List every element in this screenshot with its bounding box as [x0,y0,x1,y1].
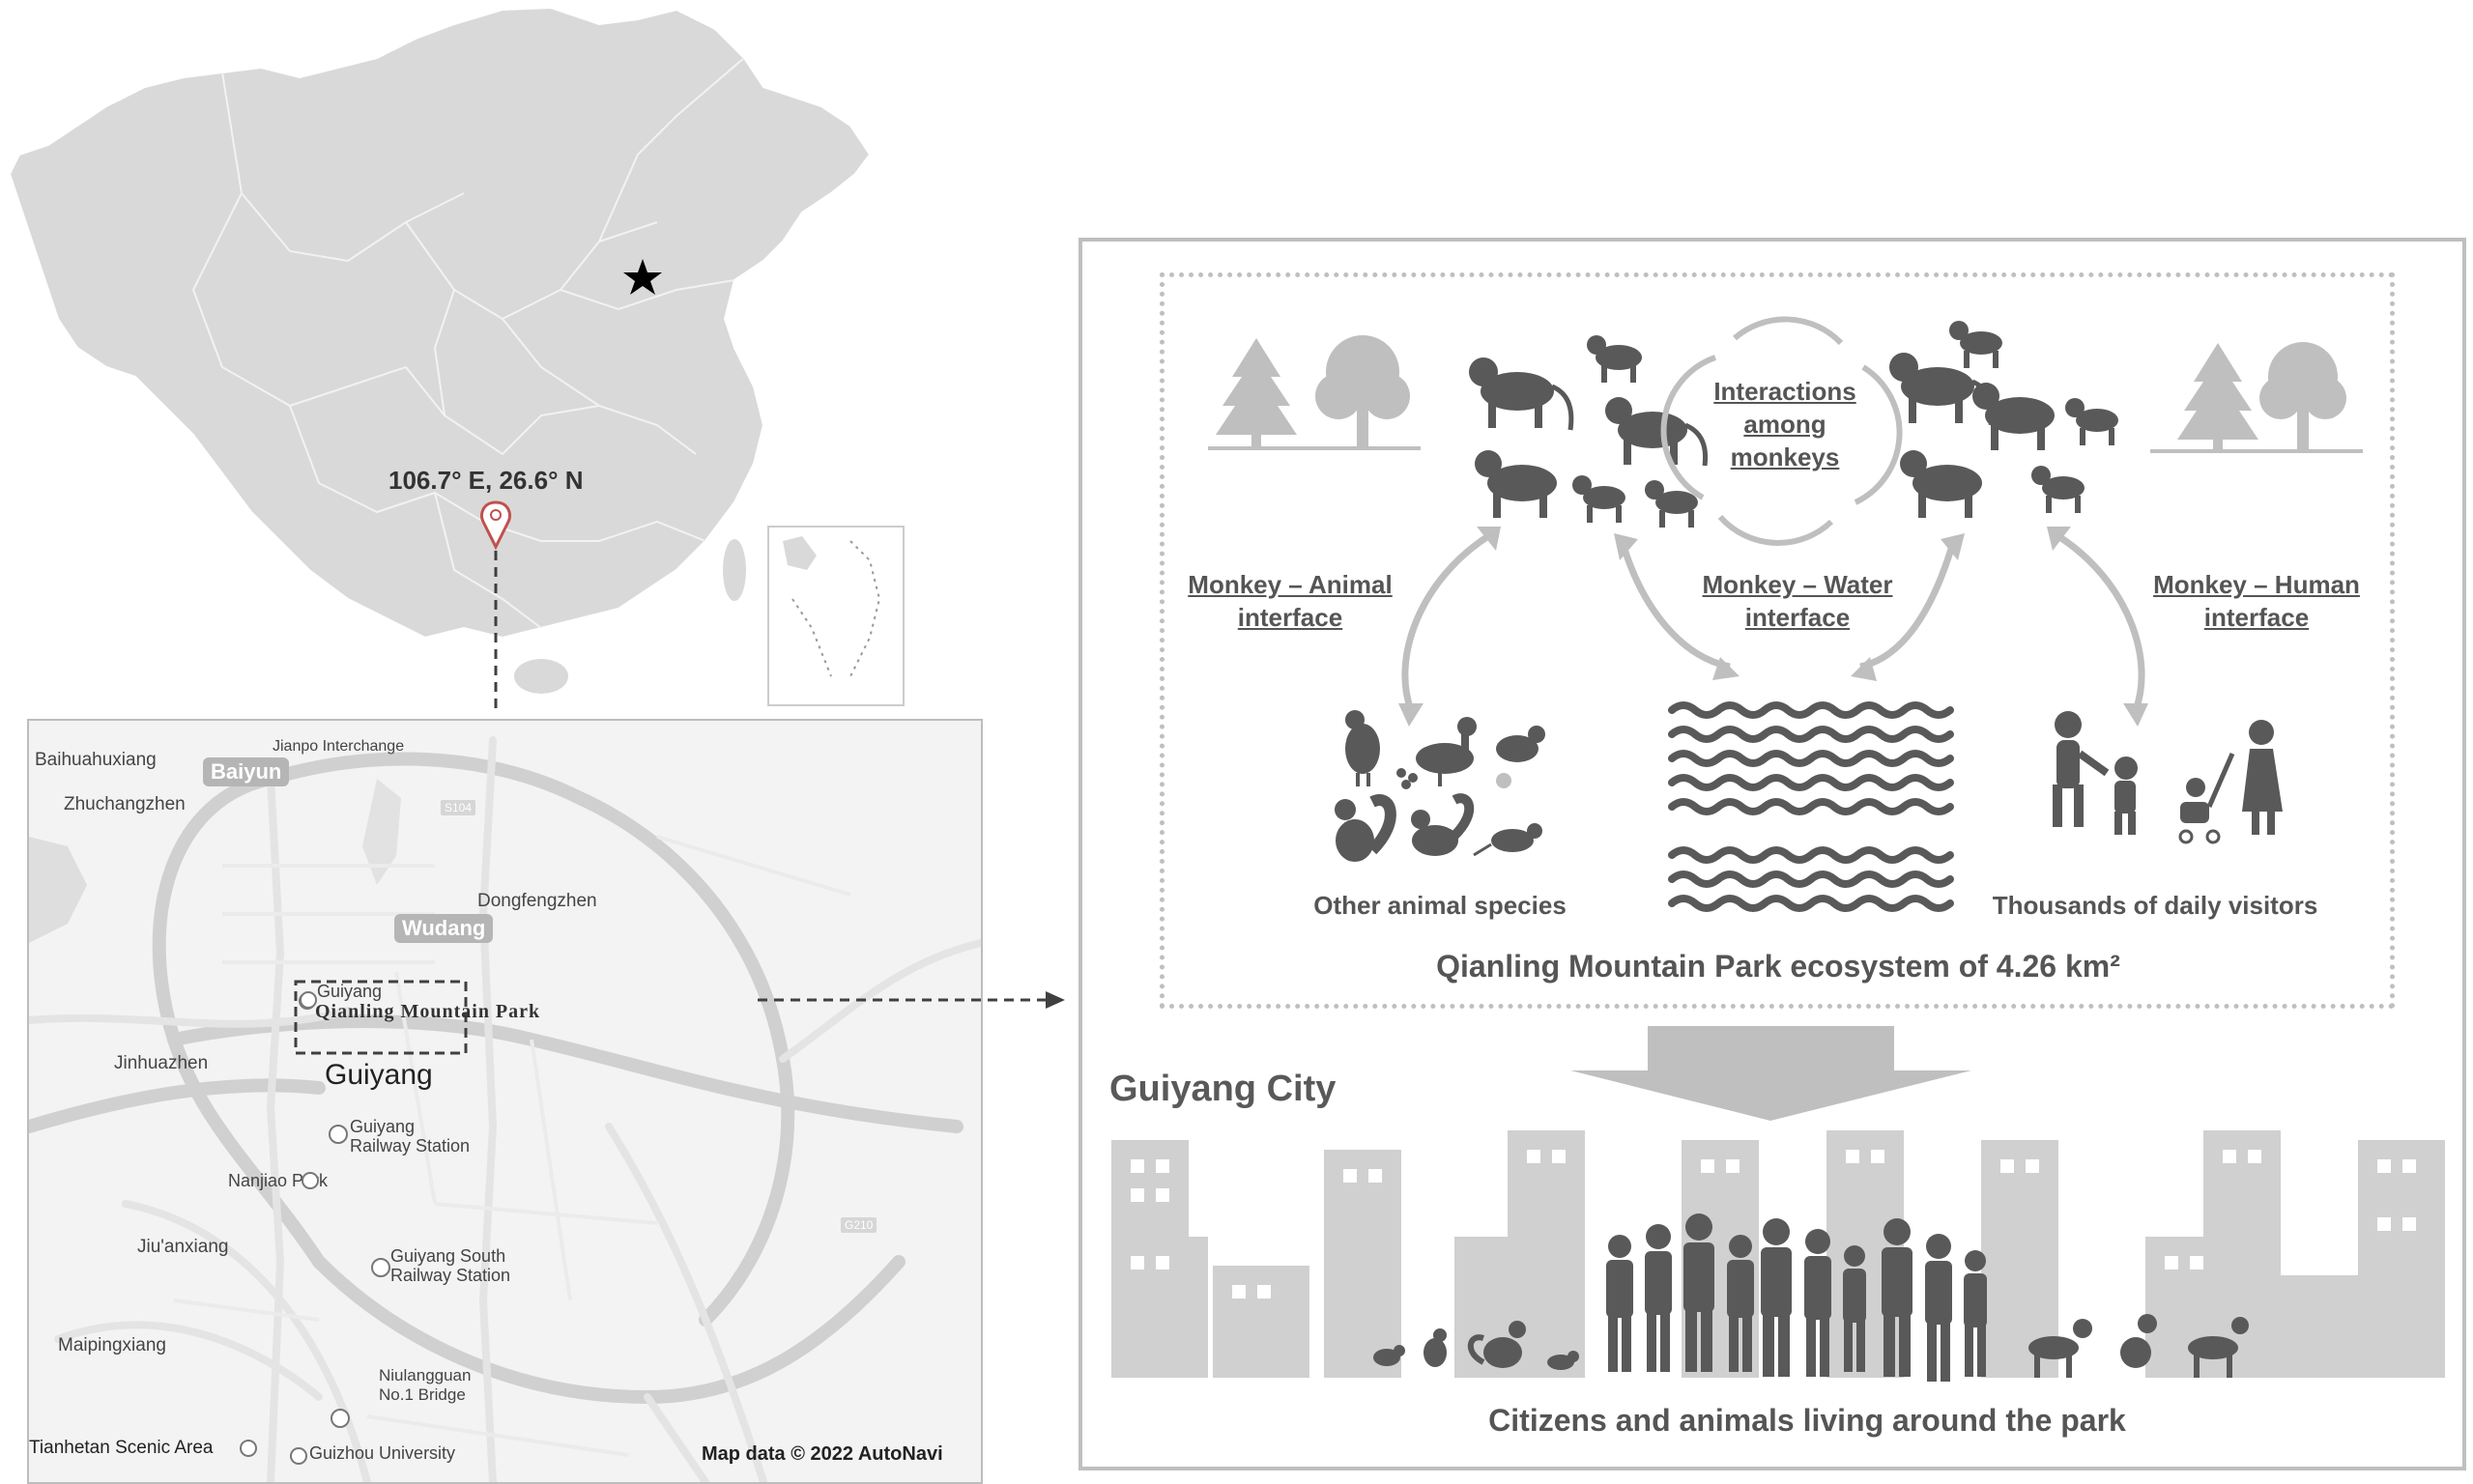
tianhetan-icon [240,1440,257,1457]
animal-interface-line-2: interface [1237,603,1343,632]
label-guiyang-big: Guiyang [325,1059,433,1091]
university-icon [290,1447,307,1465]
guiyang-south-station-icon [371,1258,390,1277]
label-tianhetan: Tianhetan Scenic Area [29,1438,214,1458]
ecosystem-diagram [1078,238,2466,1470]
animal-species-icon [1335,710,1545,862]
other-animals-label: Other animal species [1313,891,1567,920]
label-niulanguan-2: No.1 Bridge [379,1385,466,1404]
city-map: Baihuahuxiang Zhuchangzhen Jianpo Interc… [27,719,983,1484]
label-guizhou-university: Guizhou University [309,1443,456,1463]
china-map: 106.7° E, 26.6° N [0,0,928,715]
monkey-group-right-icon [1889,321,2118,518]
badge-baiyun: Baiyun [203,757,290,786]
road-g210: G210 [841,1217,877,1233]
visitors-label: Thousands of daily visitors [1992,891,2318,920]
center-line-2: among [1743,410,1826,439]
city-title: Guiyang City [1109,1069,1337,1109]
city-caption: Citizens and animals living around the p… [1488,1403,2126,1438]
flow-down-arrow-icon [1570,1026,1971,1121]
railway-station-icon [331,1409,350,1428]
interaction-ring [1660,316,1903,546]
label-dongfengzhen: Dongfengzhen [477,891,597,911]
nanjiao-park-icon [302,1172,319,1189]
trees-left-icon [1208,335,1421,450]
location-pin-icon [480,500,511,551]
label-jinhuazhen: Jinhuazhen [114,1053,209,1073]
human-interface-line-1: Monkey – Human [2153,570,2360,599]
citizens-crowd-icon [1606,1213,1987,1382]
human-interface-label: Monkey – Human interface [2126,568,2387,634]
center-line-1: Interactions [1713,377,1856,406]
badge-wudang: Wudang [394,914,494,943]
center-line-3: monkeys [1730,442,1840,471]
label-maipingxiang: Maipingxiang [58,1335,166,1356]
park-marker-icon [300,991,317,1009]
capital-star-icon [623,259,662,295]
ecosystem-caption: Qianling Mountain Park ecosystem of 4.26… [1436,949,2120,984]
city-animals-icon [1373,1314,2249,1378]
label-guiyang-south-1: Guiyang South [390,1246,506,1266]
label-guiyang-railway-1: Guiyang [350,1117,416,1136]
label-jiuanxiang: Jiu'anxiang [137,1237,229,1257]
map-attribution: Map data © 2022 AutoNavi [702,1443,943,1465]
label-baihuahuxiang: Baihuahuxiang [35,750,157,770]
water-waves-icon [1668,701,1954,912]
label-guiyang-south-2: Railway Station [390,1266,511,1285]
railway-station-icon [329,1125,348,1144]
human-interface-line-2: interface [2203,603,2310,632]
water-interface-label: Monkey – Water interface [1667,568,1928,634]
label-guiyang-small: Guiyang [317,982,383,1001]
label-niulanguan-1: Niulangguan [379,1366,472,1384]
center-interaction-label: Interactions among monkeys [1693,375,1877,473]
animal-interface-line-1: Monkey – Animal [1188,570,1393,599]
interface-arrows [1401,533,2145,712]
park-ecosystem-box [1160,272,2395,1009]
label-guiyang-railway-2: Railway Station [350,1136,471,1156]
trees-right-icon [2150,342,2363,453]
water-interface-line-2: interface [1744,603,1851,632]
animal-interface-label: Monkey – Animal interface [1160,568,1421,634]
water-interface-line-1: Monkey – Water [1702,570,1893,599]
label-jianpo-interchange: Jianpo Interchange [273,738,405,755]
visitors-icon [2053,711,2283,844]
monkey-group-left-icon [1469,335,1709,528]
park-highlight-box [294,980,468,1055]
road-s104: S104 [441,800,476,815]
label-qianling-park: Qianling Mountain Park [315,1001,541,1022]
label-zhuchangzhen: Zhuchangzhen [64,794,186,814]
coordinate-label: 106.7° E, 26.6° N [388,466,584,495]
